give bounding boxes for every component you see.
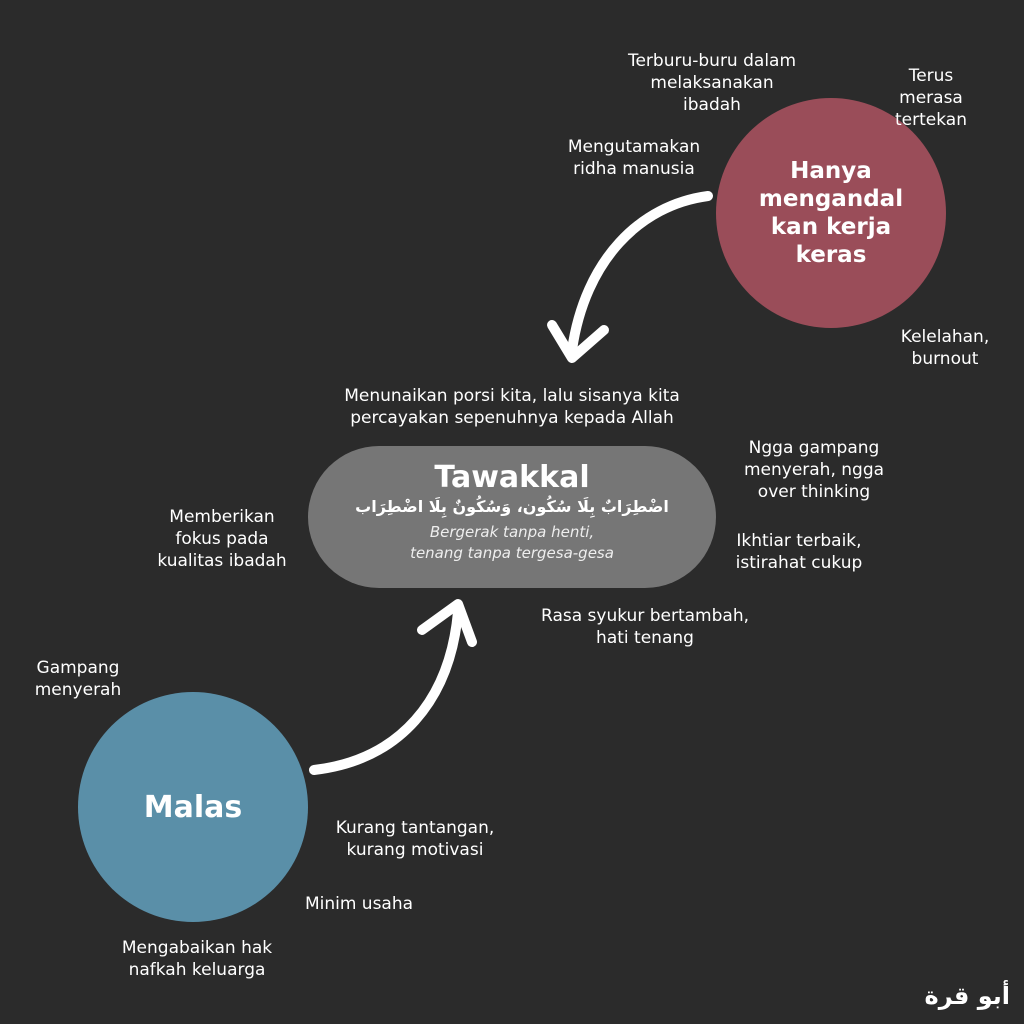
- tawakkal-box: Tawakkal اضْطِرَابٌ بِلَا سُكُون، وَسُكُ…: [308, 446, 716, 588]
- arabic-quote: اضْطِرَابٌ بِلَا سُكُون، وَسُكُونٌ بِلَا…: [355, 497, 669, 516]
- label: Terburu-buru dalam melaksanakan ibadah: [627, 51, 797, 115]
- label: Memberikan fokus pada kualitas ibadah: [157, 507, 287, 571]
- label: Mengabaikan hak nafkah keluarga: [121, 938, 273, 980]
- label: Kelelahan, burnout: [900, 327, 990, 369]
- label: Ngga gampang menyerah, ngga over thinkin…: [743, 438, 885, 502]
- signature: أبو قرة: [924, 982, 1010, 1010]
- label: Rasa syukur bertambah, hati tenang: [541, 606, 749, 648]
- tawakkal-subtitle: Bergerak tanpa henti, tenang tanpa terge…: [410, 523, 614, 562]
- label: Gampang menyerah: [34, 658, 122, 700]
- tawakkal-definition: Menunaikan porsi kita, lalu sisanya kita…: [344, 386, 680, 428]
- label: Mengutamakan ridha manusia: [567, 137, 701, 179]
- label: Terus merasa tertekan: [895, 66, 967, 130]
- arrow-up-to-tawakkal: [309, 607, 463, 775]
- label: Ikhtiar terbaik, istirahat cukup: [735, 531, 863, 573]
- label: Minim usaha: [304, 894, 414, 914]
- arrowhead-up: [417, 599, 477, 647]
- circle-kerja-keras: Hanya mengandal kan kerja keras: [716, 98, 946, 328]
- arrow-down-to-tawakkal: [567, 191, 713, 355]
- label: Kurang tantangan, kurang motivasi: [335, 818, 495, 860]
- arrowhead-down: [547, 320, 609, 363]
- circle-malas: Malas: [78, 692, 308, 922]
- tawakkal-title: Tawakkal: [434, 460, 590, 495]
